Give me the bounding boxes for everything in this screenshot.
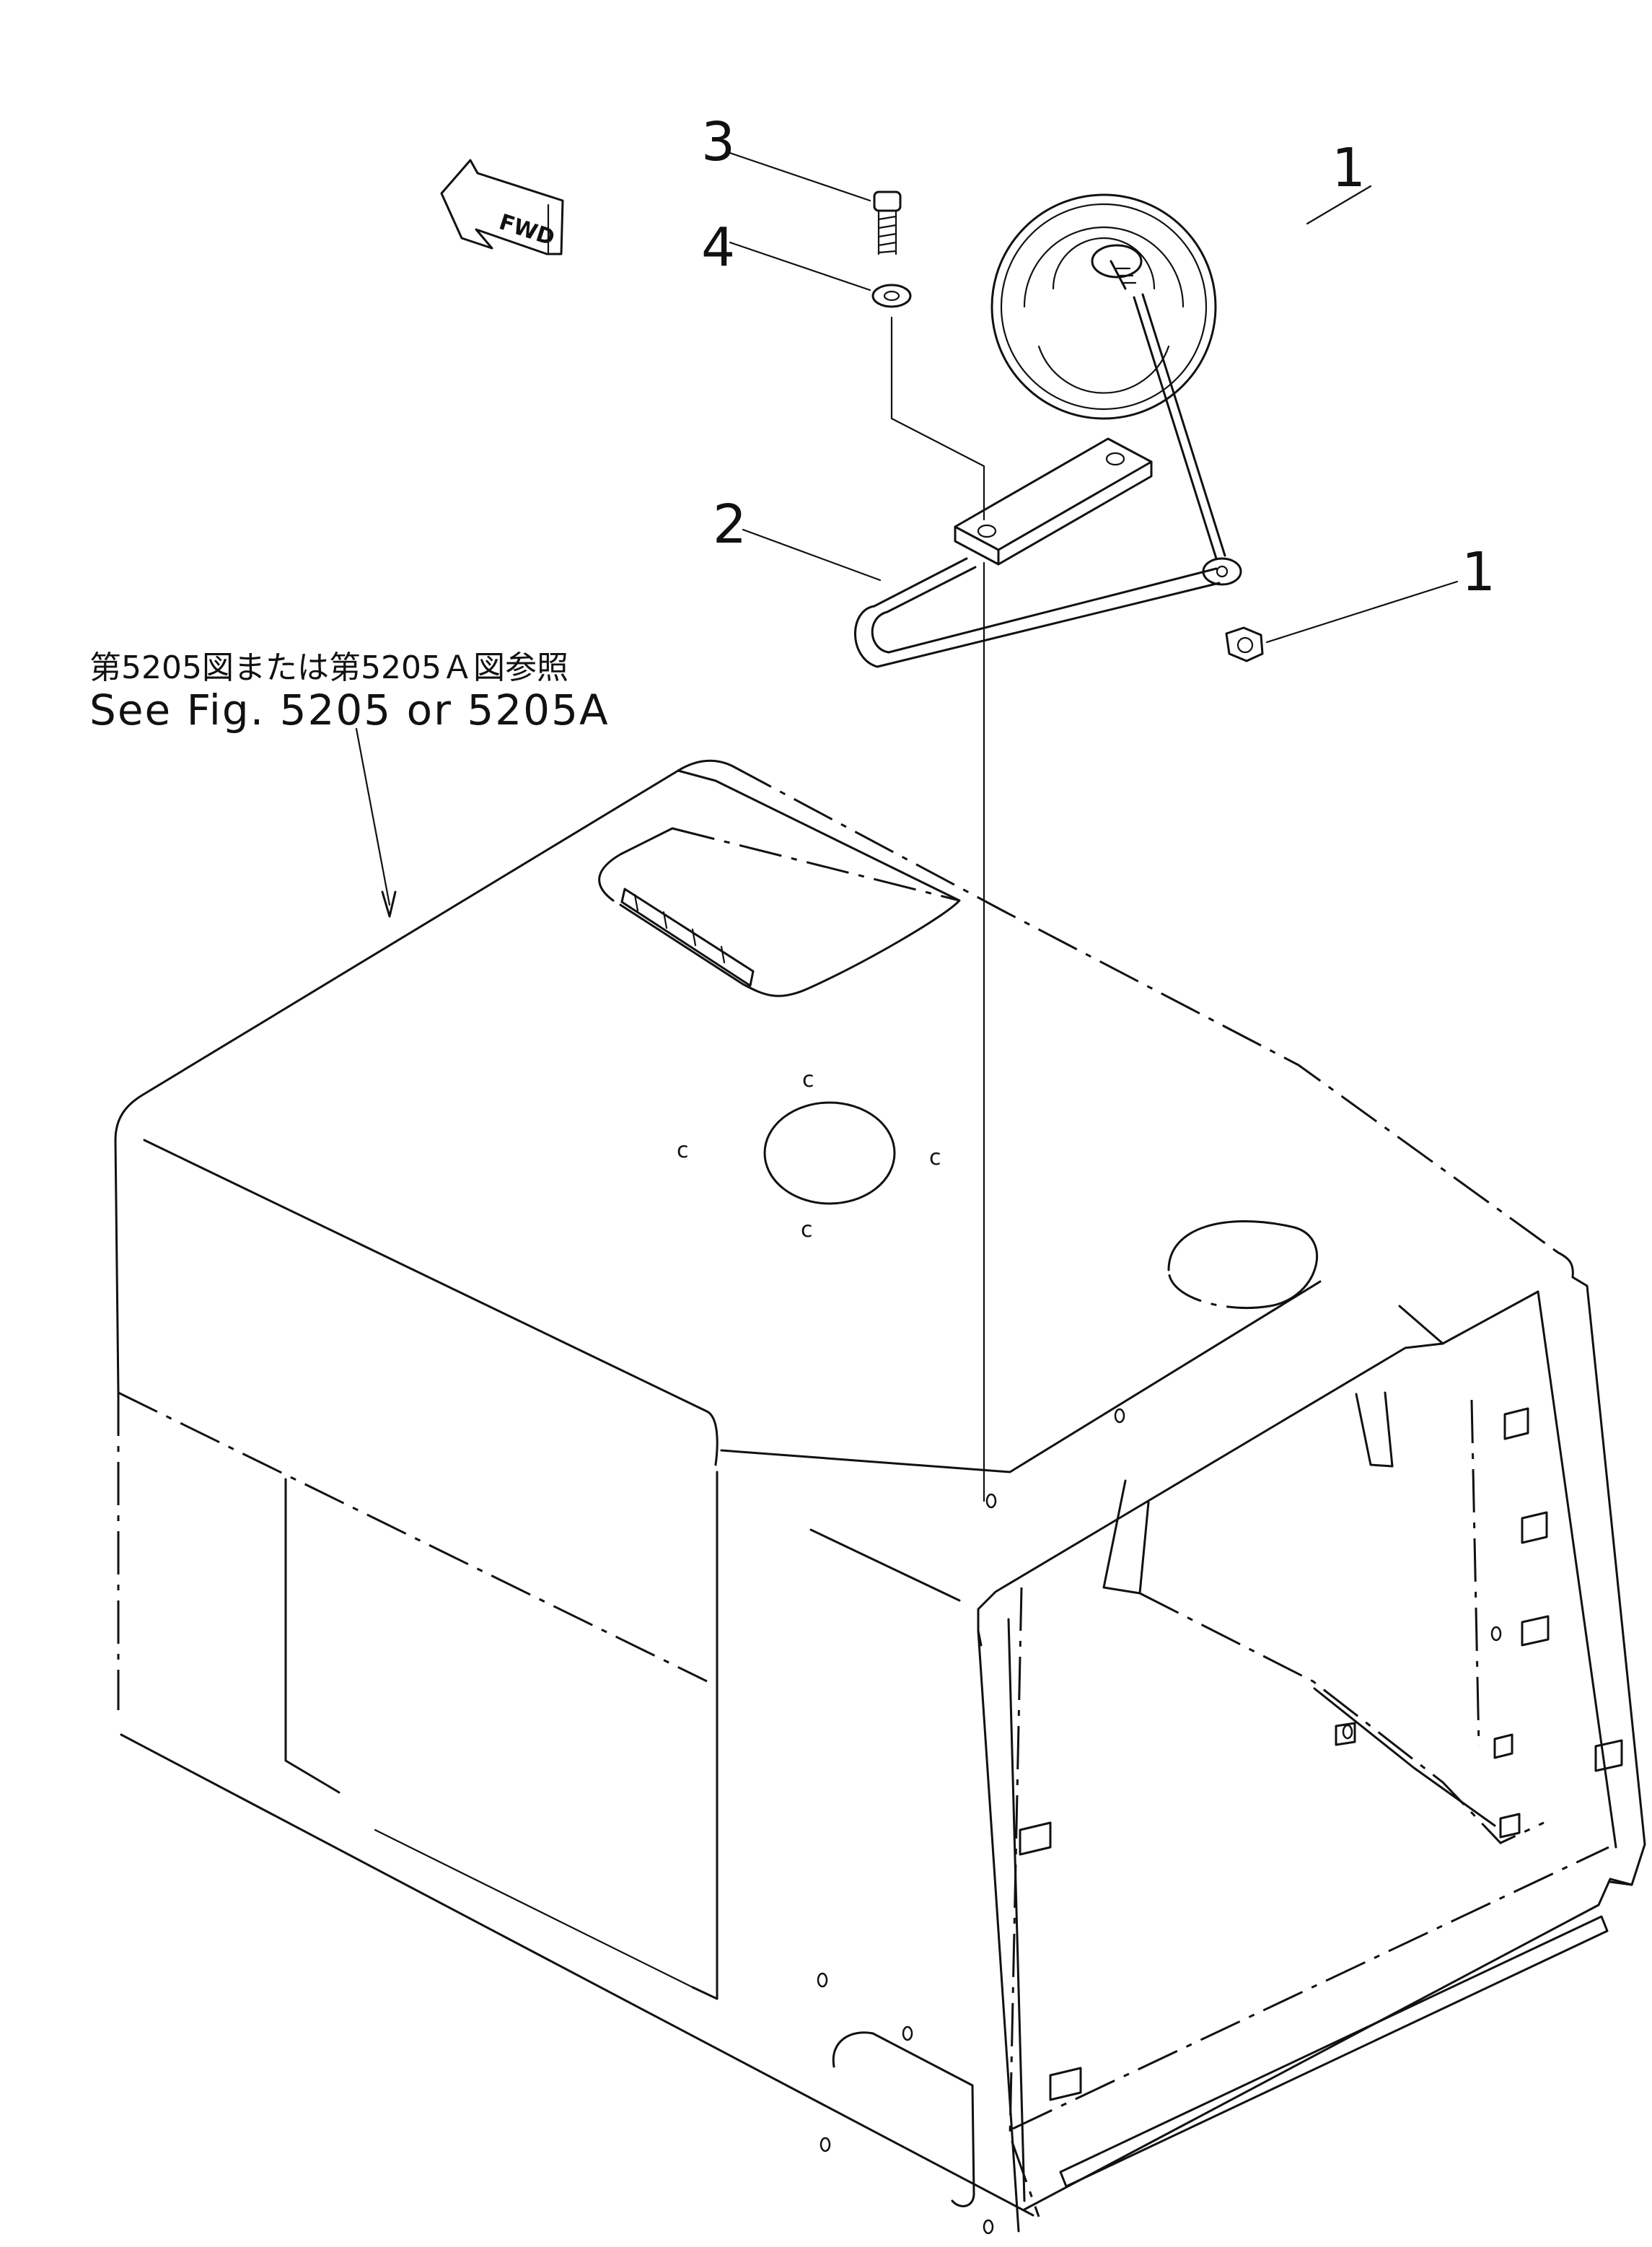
callout-part-2: 2 [713,494,747,556]
cab-body: c c c c [114,759,1646,2235]
reference-note-japanese: 第5205図または第5205Ａ図参照 [89,649,568,686]
bracket-part-2 [854,437,1221,668]
svg-text:c: c [677,1138,689,1163]
svg-text:c: c [929,1145,941,1170]
washer-part-4 [871,284,912,308]
reference-note-english: See Fig. 5205 or 5205A [89,686,610,735]
svg-text:c: c [801,1217,813,1243]
callout-part-1-horn: 1 [1332,137,1366,199]
callout-part-3: 3 [701,111,735,173]
fwd-arrow-icon: FWD [440,159,564,255]
nut-part-1 [1225,626,1264,662]
horn-lead-wire [1133,293,1242,586]
callout-part-4: 4 [701,216,735,279]
svg-text:c: c [802,1067,814,1092]
assembly-lines [890,316,985,1502]
bolt-part-3 [873,190,902,255]
callout-part-1-nut: 1 [1462,541,1495,603]
leader-lines [355,152,1459,918]
clip-brackets [1019,1407,1623,2101]
leader-arrowhead [381,890,397,918]
horn-part-1 [990,193,1217,420]
